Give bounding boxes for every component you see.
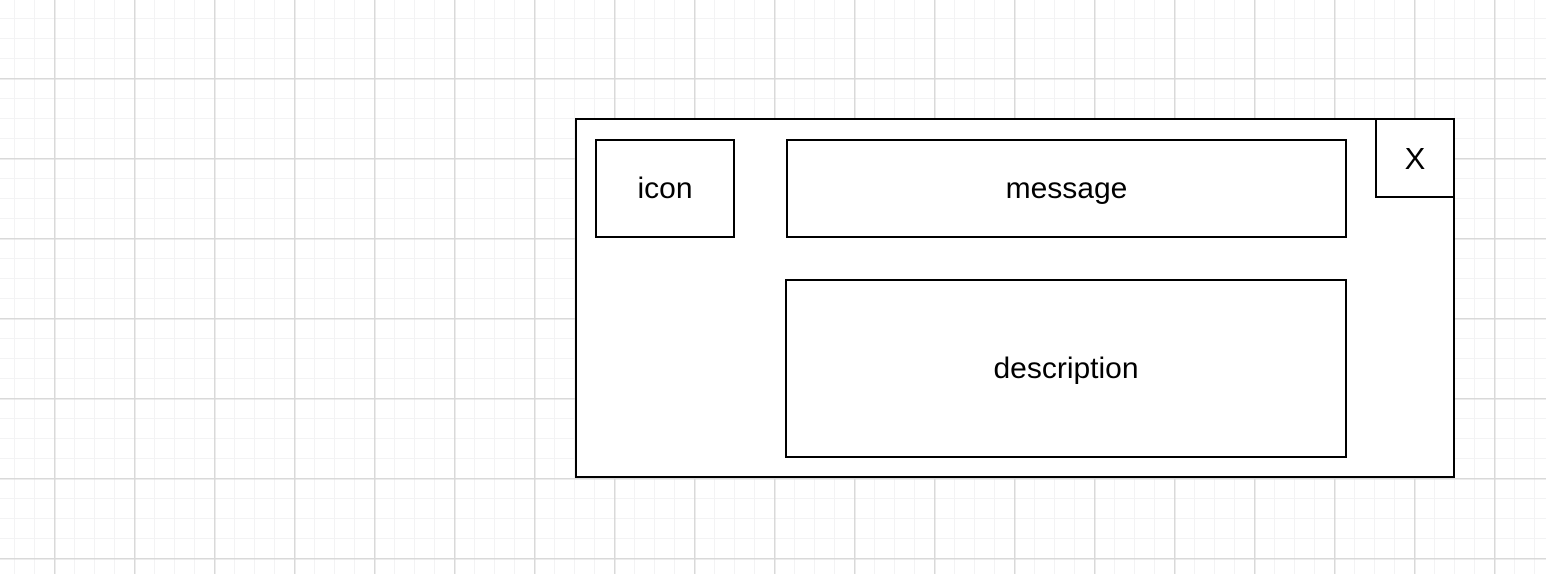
message-label: message <box>1005 171 1128 205</box>
icon-label: icon <box>637 171 693 205</box>
description-placeholder-shape[interactable]: description <box>785 279 1347 458</box>
close-button-shape[interactable]: X <box>1375 118 1455 198</box>
icon-placeholder-shape[interactable]: icon <box>595 139 735 238</box>
close-x-label: X <box>1404 140 1426 176</box>
message-placeholder-shape[interactable]: message <box>786 139 1347 238</box>
description-label: description <box>993 351 1139 385</box>
